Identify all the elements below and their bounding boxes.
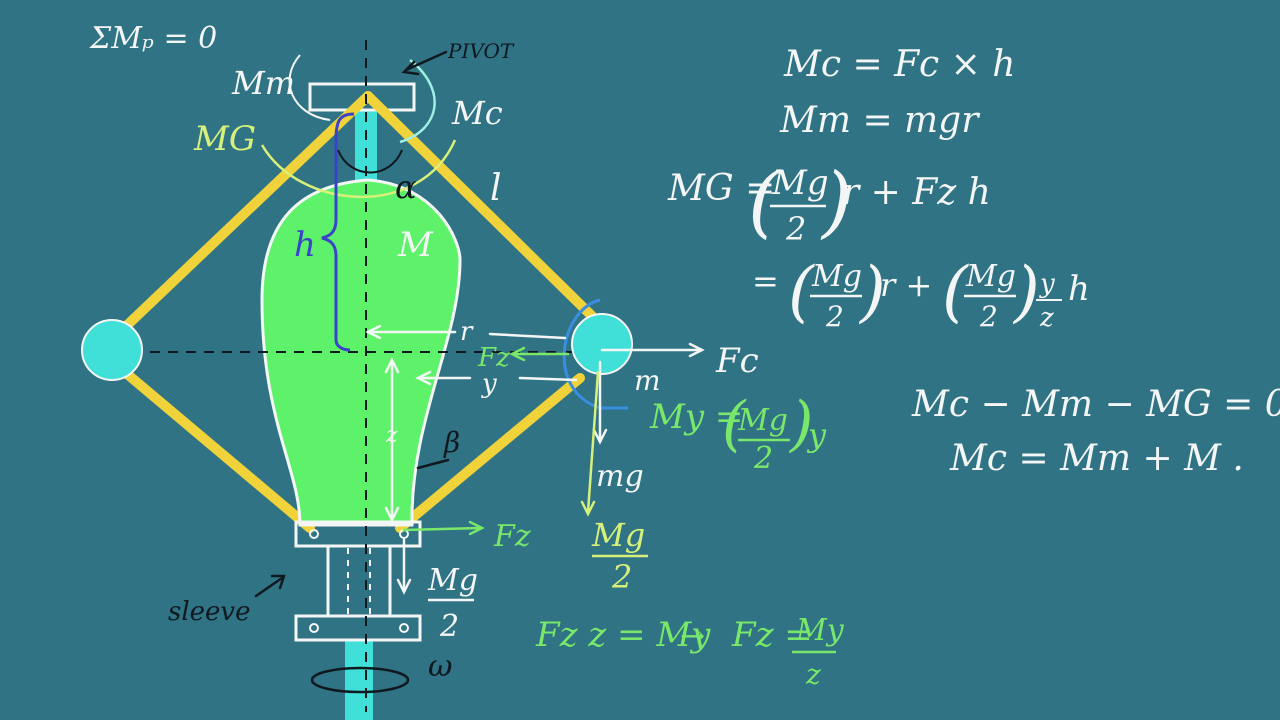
equation-Fz-den: z (805, 658, 821, 691)
bolt (309, 623, 319, 633)
label-l: l (490, 168, 502, 209)
equation-moment-balance: Mc − Mm − MG = 0 (911, 384, 1280, 425)
label-h: h (294, 225, 316, 265)
bolt (309, 529, 319, 539)
label-Mg-half-den: 2 (611, 558, 632, 596)
paren: ) (858, 253, 886, 330)
sleeve-tube (326, 544, 392, 618)
equation-expanded-num1: Mg (811, 259, 862, 294)
moment-arc-Mm (288, 54, 331, 121)
equation-Mc: Mc = Fc × h (783, 44, 1015, 85)
paren: ( (722, 389, 747, 459)
label-MG: MG (193, 119, 256, 159)
label-Mg-sleeve-den: 2 (439, 609, 459, 644)
bolt (399, 623, 409, 633)
equation-MG-den: 2 (785, 210, 806, 248)
equation-expanded-den2: 2 (979, 300, 998, 333)
h-brace (321, 112, 355, 352)
angle-alpha-arc (337, 149, 403, 174)
label-sleeve: sleeve (168, 597, 251, 627)
paren: ) (820, 157, 852, 247)
equation-MG-num: Mg (771, 163, 829, 203)
label-mg: mg (596, 459, 644, 494)
label-Fz-bottom: Fz (493, 519, 531, 554)
label-Mg-sleeve-num: Mg (427, 563, 478, 598)
moment-arc-MG (260, 139, 457, 199)
equation-expanded-mid: r + (880, 266, 932, 304)
equation-Mm: Mm = mgr (779, 100, 980, 141)
label-z: z (385, 423, 398, 448)
equation-MG-tail: r + Fz h (842, 172, 991, 213)
label-My-tail: y (806, 416, 827, 454)
equation-expanded-den1: 2 (825, 300, 844, 333)
label-Fc: Fc (715, 341, 759, 381)
equation-expanded-z: z (1039, 303, 1054, 333)
paren: ) (1012, 253, 1040, 330)
label-omega: ω (428, 649, 452, 684)
equation-expanded-num2: Mg (965, 259, 1016, 294)
force-arrows (254, 50, 705, 598)
pivot-block (308, 82, 416, 112)
pivot-label: PIVOT (447, 39, 515, 63)
label-My-den: 2 (753, 441, 773, 476)
label-beta: β (443, 426, 460, 459)
label-y: y (481, 369, 497, 399)
ball-left (81, 319, 143, 381)
spindle-lower (345, 640, 373, 720)
equation-Fz-lhs: Fz z = My (535, 615, 711, 655)
ball-right (571, 313, 633, 375)
paren: ( (788, 253, 815, 330)
equation-Fz-mid: Fz = (731, 615, 813, 655)
equation-expanded-h: h (1068, 269, 1090, 309)
label-alpha: α (395, 168, 417, 206)
label-Mg-half-num: Mg (591, 516, 645, 554)
label-r: r (460, 317, 474, 347)
equation-Mc-sum: Mc = Mm + M . (949, 438, 1244, 479)
moment-sum-label: ΣMₚ = 0 (89, 21, 217, 56)
paren: ( (748, 157, 780, 247)
equation-Fz-arrow: → (680, 619, 705, 654)
sleeve-collar-bottom (294, 614, 422, 642)
central-load-body (260, 178, 462, 527)
equation-expanded-eq: = (752, 262, 779, 300)
equation-MG-lhs: MG = (667, 168, 775, 209)
moment-arc-Mc (399, 59, 436, 144)
label-My-num: Mg (737, 403, 788, 438)
label-Fz-mid: Fz (477, 343, 510, 373)
label-My-lhs: My = (649, 397, 743, 437)
equation-expanded-y: y (1039, 269, 1055, 299)
label-Mc: Mc (451, 94, 503, 132)
equation-Fz-num: My (795, 613, 845, 648)
paren: ) (788, 389, 813, 459)
ball-moment-arc (562, 298, 628, 410)
label-m: m (634, 364, 661, 397)
paren: ( (942, 253, 969, 330)
omega-rotation (310, 666, 410, 694)
governor-arms (115, 91, 601, 533)
label-M-body: M (397, 225, 434, 265)
label-Mm: Mm (231, 64, 295, 102)
